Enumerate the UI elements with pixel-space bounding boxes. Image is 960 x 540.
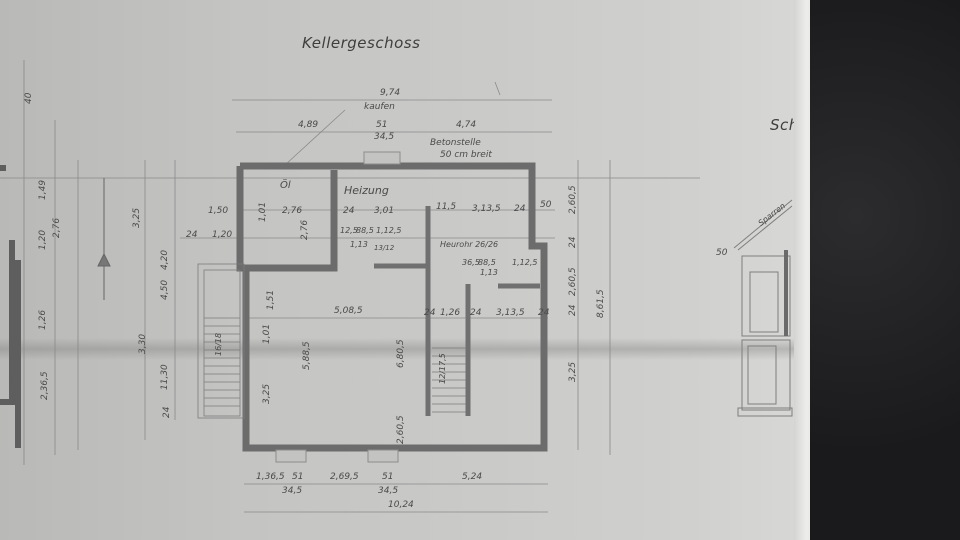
dim-int-3: 24 [343, 206, 355, 216]
dim-vi-1: 1,01 [258, 201, 268, 222]
dim-vl-7: 3,25 [132, 207, 142, 228]
dim-vl-8: 4,50 [160, 279, 170, 300]
dim-r2-8: 36,5 [462, 258, 480, 267]
note-flue: Heurohr 26/26 [440, 240, 499, 249]
note-width: 50 cm breit [440, 150, 492, 160]
dim-r2-11: 1,13 [480, 268, 498, 277]
dim-vl-3: 1,49 [38, 179, 48, 200]
dim-r2-3: 12,5 [340, 226, 358, 235]
dim-vr-3: 2,60,5 [568, 267, 578, 296]
dim-mid-5: 3,13,5 [496, 308, 525, 318]
note-top-scribble: kaufen [364, 102, 395, 112]
dim-vr-5: 8,61,5 [596, 289, 606, 318]
dim-vl-5: 2,76 [52, 217, 62, 238]
stairs-outer-label: 16/18 [214, 332, 223, 356]
dim-side-elevation: 50 [716, 248, 728, 258]
dim-bottom-2: 51 [292, 472, 304, 482]
dim-bottom-5: 51 [382, 472, 394, 482]
stairs-inner-label: 12/17,5 [438, 353, 447, 384]
dim-int-1: 1,50 [208, 206, 229, 216]
dim-vi-5: 6,80,5 [396, 339, 406, 368]
dim-vi-7: 3,25 [262, 383, 272, 404]
dim-mid-2: 24 [424, 308, 436, 318]
dim-vl-10: 3,30 [138, 333, 148, 354]
dim-r2-7: 13/12 [374, 244, 395, 252]
dim-r2-2: 1,20 [212, 230, 233, 240]
dim-vr-4: 24 [568, 304, 578, 316]
dim-top-window: 51 [376, 120, 388, 130]
dark-surface-background [810, 0, 960, 540]
dim-vl-9: 11,30 [160, 364, 170, 390]
dim-r2-6: 1,13 [350, 240, 368, 249]
paper-fold-shadow [0, 338, 800, 360]
dim-vr-2: 24 [568, 236, 578, 248]
dim-r2-10: 1,12,5 [512, 258, 538, 267]
dim-r2-5: 1,12,5 [376, 226, 402, 235]
dim-r2-4: 88,5 [356, 226, 374, 235]
dim-vi-4: 5,88,5 [302, 341, 312, 370]
dim-top-total: 9,74 [380, 88, 401, 98]
dim-top-left: 4,89 [298, 120, 319, 130]
dim-bottom-7: 5,24 [462, 472, 483, 482]
dim-bottom-4: 2,69,5 [330, 472, 359, 482]
dim-top-right: 4,74 [456, 120, 477, 130]
dim-vi-6: 1,01 [262, 323, 272, 344]
dim-bottom-total: 10,24 [388, 500, 414, 510]
dim-mid-3: 1,26 [440, 308, 461, 318]
note-betonstelle: Betonstelle [430, 138, 481, 148]
dim-int-5: 11,5 [436, 202, 457, 212]
dim-mid-4: 24 [470, 308, 482, 318]
dim-r2-1: 24 [186, 230, 198, 240]
dim-vr-1: 2,60,5 [568, 185, 578, 214]
dim-r2-9: 88,5 [478, 258, 496, 267]
floor-plan-drawing [0, 60, 793, 513]
dim-int-7: 24 [514, 204, 526, 214]
dim-int-4: 3,01 [374, 206, 395, 216]
dim-vl-6: 2,36,5 [40, 371, 50, 400]
room-label-heizung: Heizung [344, 184, 389, 197]
dim-bottom-1: 1,36,5 [256, 472, 285, 482]
dim-vr-6: 3,25 [568, 361, 578, 382]
dim-vi-2: 1,51 [266, 289, 276, 310]
dim-int-8: 50 [540, 200, 552, 210]
dim-vl-2: 1,20 [38, 229, 48, 250]
dim-vi-3: 2,76 [300, 219, 310, 240]
dim-vi-8: 2,60,5 [396, 415, 406, 444]
paper-edge [794, 0, 814, 540]
side-elevation-title: Sch [770, 116, 799, 134]
dim-bottom-3: 34,5 [282, 486, 303, 496]
drawing-title: Kellergeschoss [302, 34, 421, 52]
dim-vl-4: 1,26 [38, 309, 48, 330]
dim-mid-1: 5,08,5 [334, 306, 363, 316]
dim-int-2: 2,76 [282, 206, 303, 216]
dim-vl-1: 40 [24, 92, 34, 104]
dim-vl-11: 24 [162, 406, 172, 418]
dim-int-6: 3,13,5 [472, 204, 501, 214]
dim-bottom-6: 34,5 [378, 486, 399, 496]
dim-top-sill: 34,5 [374, 132, 395, 142]
dim-vl-12: 4,20 [160, 249, 170, 270]
floor-plan-paper: Kellergeschoss Sch Öl Heizung kaufen Bet… [0, 0, 812, 540]
room-label-oel: Öl [280, 180, 291, 191]
dim-mid-6: 24 [538, 308, 550, 318]
